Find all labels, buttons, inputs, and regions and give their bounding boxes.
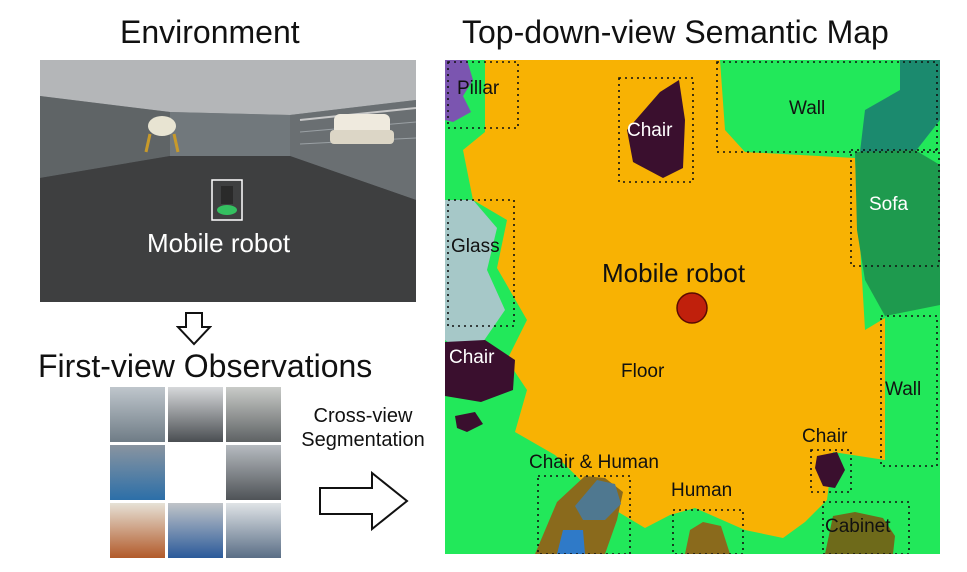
observation-thumbnail: [110, 445, 165, 500]
carpet: [40, 156, 416, 302]
map-label-chair-human: Chair & Human: [529, 452, 659, 473]
back-wall: [170, 112, 290, 156]
semantic-map: Pillar Chair Wall Sofa Glass Mobile robo…: [445, 60, 940, 554]
observation-thumbnail: [110, 387, 165, 442]
region-box-chair-right: [810, 449, 852, 493]
environment-title: Environment: [120, 14, 300, 50]
region-box-human: [672, 509, 744, 554]
map-human-blob: [575, 480, 621, 520]
observation-thumbnail: [110, 503, 165, 558]
map-label-glass: Glass: [451, 236, 500, 257]
map-label-center-robot: Mobile robot: [602, 258, 746, 288]
observation-thumbnail: [168, 387, 223, 442]
map-chair-left: [445, 340, 515, 402]
map-label-floor: Floor: [621, 361, 665, 382]
map-label-human: Human: [671, 480, 733, 501]
semantic-map-title: Top-down-view Semantic Map: [462, 14, 889, 50]
right-arrow-icon: [319, 470, 409, 532]
environment-photo: Mobile robot: [40, 60, 416, 302]
map-cabinet: [825, 512, 895, 554]
map-chair-top: [627, 80, 685, 178]
map-label-chair-right: Chair: [802, 426, 848, 447]
map-label-chair-left: Chair: [449, 347, 495, 368]
semantic-map-canvas: [445, 60, 940, 554]
observation-thumbnail: [226, 387, 281, 442]
map-floor: [463, 60, 885, 538]
map-robot-marker: [676, 292, 708, 324]
map-wall-dark: [860, 60, 940, 152]
observation-thumbnail: [226, 445, 281, 500]
ceiling: [40, 60, 416, 115]
observation-thumbnail: [226, 503, 281, 558]
map-label-sofa: Sofa: [869, 194, 909, 215]
map-chair-small: [455, 412, 483, 432]
map-label-pillar: Pillar: [457, 78, 500, 99]
map-label-wall-right: Wall: [885, 379, 922, 400]
region-boxes: [447, 61, 940, 554]
observation-grid: [110, 387, 282, 558]
scene-chair: [148, 116, 176, 136]
map-human: [685, 522, 730, 554]
region-box-wall-right: [880, 315, 938, 467]
robot-body: [221, 186, 233, 204]
down-arrow-icon: [176, 312, 212, 346]
map-human-blob: [557, 530, 585, 554]
robot-bounding-box: [211, 179, 243, 221]
segmentation-label-line2: Segmentation: [301, 429, 425, 451]
observations-title: First-view Observations: [38, 348, 373, 384]
left-wall: [40, 96, 170, 178]
environment-robot-label: Mobile robot: [147, 228, 291, 258]
scene-sofa-seat: [330, 130, 394, 144]
map-label-chair-top: Chair: [627, 120, 673, 141]
map-label-wall-top: Wall: [789, 98, 826, 119]
region-box-wall-top: [716, 61, 938, 153]
observation-thumbnail: [168, 503, 223, 558]
chair-leg: [144, 133, 152, 153]
region-box-chair-top: [618, 77, 694, 183]
region-box-sofa: [850, 149, 940, 267]
robot-base: [217, 205, 237, 215]
map-label-cabinet: Cabinet: [825, 516, 891, 537]
map-sofa: [855, 150, 940, 316]
map-pillar: [445, 60, 473, 122]
region-box-cabinet: [822, 501, 910, 554]
segmentation-label: Cross-view Segmentation: [288, 404, 438, 452]
region-box-pillar: [447, 61, 519, 129]
chair-leg: [172, 133, 180, 153]
map-chair-right: [815, 452, 845, 488]
map-glass: [445, 200, 505, 350]
environment-scene: [40, 60, 416, 302]
segmentation-label-line1: Cross-view: [313, 405, 413, 427]
region-box-chair-human: [537, 475, 631, 554]
